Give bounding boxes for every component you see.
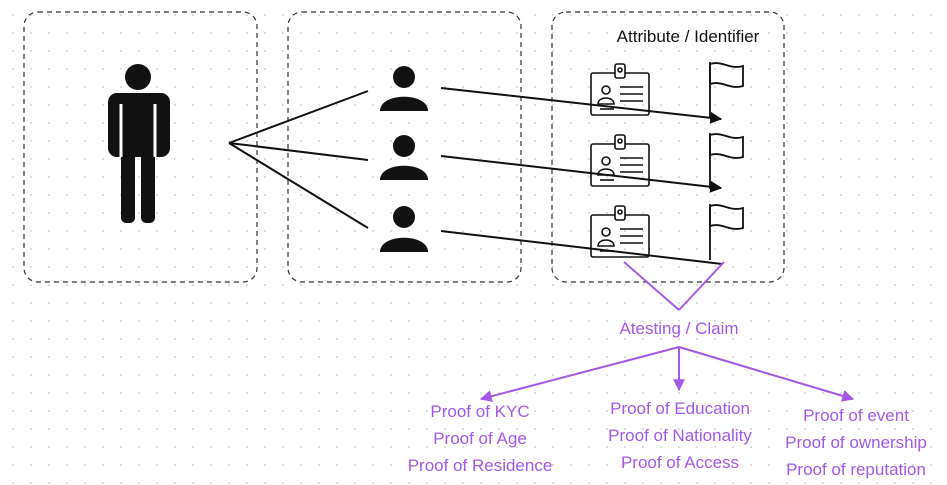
claim-to-proof-arrows <box>479 346 855 403</box>
flag-icon <box>709 204 744 260</box>
user-icon <box>380 206 428 252</box>
proof-item: Proof of reputation <box>786 460 926 479</box>
flag-icon <box>709 133 744 189</box>
proof-item: Proof of Access <box>621 453 739 472</box>
identity-to-attribute-arrows <box>440 87 723 265</box>
attributes-frame-title: Attribute / Identifier <box>617 27 760 46</box>
proof-item: Proof of Age <box>433 429 527 448</box>
claim-label: Atesting / Claim <box>619 319 738 338</box>
proof-item: Proof of Nationality <box>608 426 752 445</box>
identities-frame <box>287 11 522 283</box>
proof-group-event: Proof of event Proof of ownership Proof … <box>785 406 927 479</box>
flag-icon <box>709 62 744 118</box>
proof-group-kyc: Proof of KYC Proof of Age Proof of Resid… <box>408 402 553 475</box>
proof-item: Proof of event <box>803 406 909 425</box>
person-to-identity-links <box>228 90 369 229</box>
entity-frame <box>23 11 258 283</box>
proof-item: Proof of Residence <box>408 456 553 475</box>
claim-connector <box>623 261 725 311</box>
id-card-icon <box>590 63 650 116</box>
person-full-body-icon <box>108 64 170 223</box>
proof-item: Proof of KYC <box>430 402 529 421</box>
proof-item: Proof of ownership <box>785 433 927 452</box>
proof-group-education: Proof of Education Proof of Nationality … <box>608 399 752 472</box>
user-icon <box>380 135 428 180</box>
user-icon <box>380 66 428 111</box>
proof-item: Proof of Education <box>610 399 750 418</box>
attributes-frame <box>551 11 785 283</box>
